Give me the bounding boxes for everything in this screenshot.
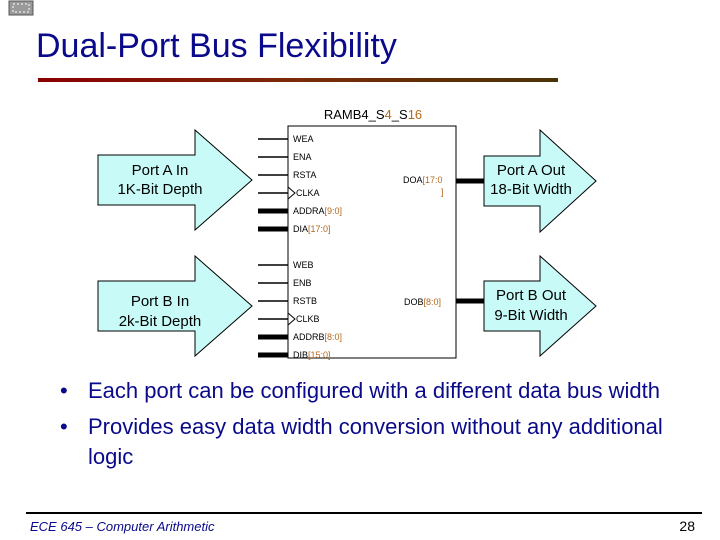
port-a-in-arrow: [97, 128, 253, 232]
pin-dob: DOB[8:0]: [404, 297, 441, 307]
page-number: 28: [679, 518, 695, 534]
port-a-in-label-1: Port A In: [132, 162, 189, 179]
block-name: RAMB4_S4_S16: [324, 107, 422, 122]
bullet-list: • Each port can be configured with a dif…: [60, 376, 680, 478]
port-b-in-arrow: [97, 254, 253, 358]
port-b-out-arrow: [483, 254, 597, 358]
pin-clka: CLKA: [296, 188, 320, 198]
pin-enb: ENB: [293, 278, 312, 288]
port-a-out-arrow: [483, 128, 597, 234]
pin-dib: DIB[15:0]: [293, 350, 331, 360]
slide-title: Dual-Port Bus Flexibility: [36, 27, 397, 65]
pin-clkb: CLKB: [296, 314, 320, 324]
clka-clock-icon: [287, 186, 296, 200]
ramb4-block-diagram: RAMB4_S4_S16 WEA ENA RSTA CLKA ADDRA[9:0…: [97, 107, 597, 360]
bullet-text: Each port can be configured with a diffe…: [88, 378, 660, 403]
slide-corner-icon: [8, 0, 34, 16]
bullet-item: • Each port can be configured with a dif…: [60, 376, 680, 406]
footer-course: ECE 645 – Computer Arithmetic: [30, 519, 215, 534]
footer-divider: [26, 512, 702, 514]
pin-web: WEB: [293, 260, 314, 270]
port-b-in-label-2: 2k-Bit Depth: [119, 313, 202, 330]
pin-doa: DOA[17:0: [403, 175, 443, 185]
right-pin-lines: [456, 178, 484, 304]
pin-wea: WEA: [293, 134, 314, 144]
port-a-out-label-1: Port A Out: [497, 162, 566, 179]
bullet-item: • Provides easy data width conversion wi…: [60, 412, 680, 472]
pin-ena: ENA: [293, 152, 312, 162]
bullet-dot-icon: •: [60, 414, 68, 439]
pin-dia: DIA[17:0]: [293, 224, 331, 234]
pin-addra: ADDRA[9:0]: [293, 206, 342, 216]
pin-addrb: ADDRB[8:0]: [293, 332, 342, 342]
pin-doa-range-cont: ]: [441, 187, 444, 197]
port-b-out-label-1: Port B Out: [496, 287, 567, 304]
clkb-clock-icon: [287, 312, 296, 326]
pin-rsta: RSTA: [293, 170, 316, 180]
port-b-in-label-1: Port B In: [131, 293, 189, 310]
bullet-dot-icon: •: [60, 378, 68, 403]
port-a-in-label-2: 1K-Bit Depth: [117, 181, 202, 198]
bullet-text: Provides easy data width conversion with…: [88, 414, 663, 469]
pin-rstb: RSTB: [293, 296, 317, 306]
port-b-out-label-2: 9-Bit Width: [494, 307, 567, 324]
ram-block-body: [287, 125, 457, 359]
left-pin-lines: [258, 138, 288, 358]
title-underline: [38, 78, 558, 82]
port-a-out-label-2: 18-Bit Width: [490, 181, 572, 198]
